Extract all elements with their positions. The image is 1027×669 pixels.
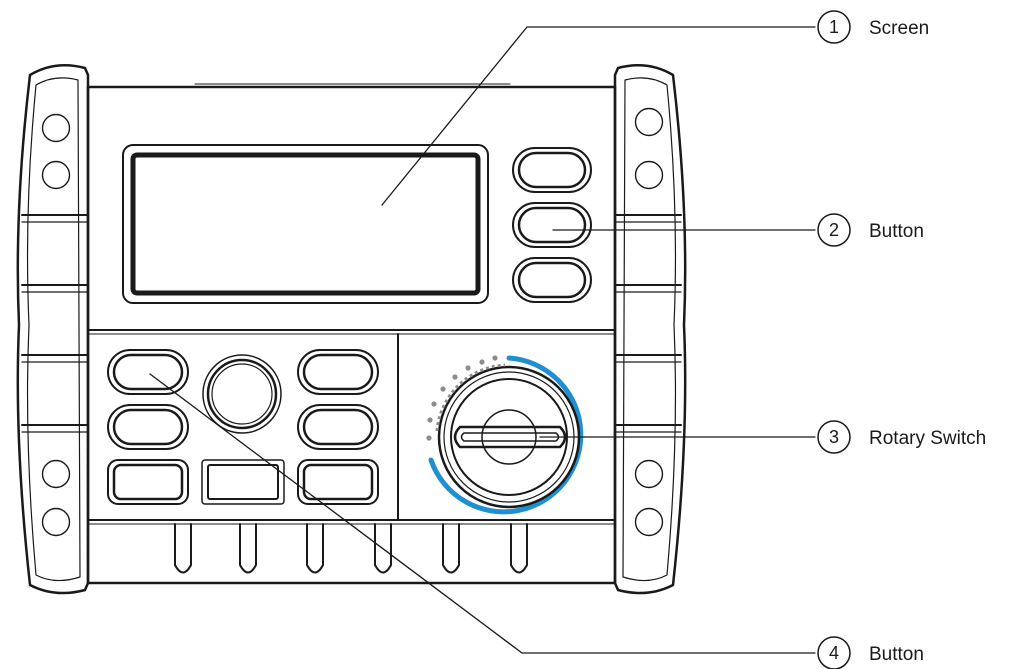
callout-4-label: Button — [869, 644, 924, 665]
leader-line-1 — [381, 26, 816, 206]
callout-2-number: 2 — [829, 220, 839, 240]
right-grip — [613, 63, 687, 595]
screen — [122, 144, 489, 304]
bottom-feet — [174, 523, 528, 574]
housing — [86, 83, 617, 585]
callout-1-circle — [817, 10, 851, 44]
callout-2-circle — [817, 213, 851, 247]
leader-line-4 — [149, 373, 816, 654]
callout-4-number: 4 — [829, 643, 839, 663]
keypad-buttons — [107, 349, 379, 505]
callout-3-number: 3 — [829, 427, 839, 447]
leader-lines — [149, 26, 816, 654]
callout-3-label: Rotary Switch — [869, 428, 986, 449]
callout-4-circle — [817, 636, 851, 669]
callout-3-circle — [817, 420, 851, 454]
callout-1-label: Screen — [869, 18, 929, 39]
callout-2-label: Button — [869, 221, 924, 242]
callout-1-number: 1 — [829, 17, 839, 37]
dial-tick-marks — [426, 355, 506, 441]
rotary-switch — [428, 355, 584, 515]
side-buttons — [512, 147, 592, 303]
left-grip — [16, 63, 90, 595]
